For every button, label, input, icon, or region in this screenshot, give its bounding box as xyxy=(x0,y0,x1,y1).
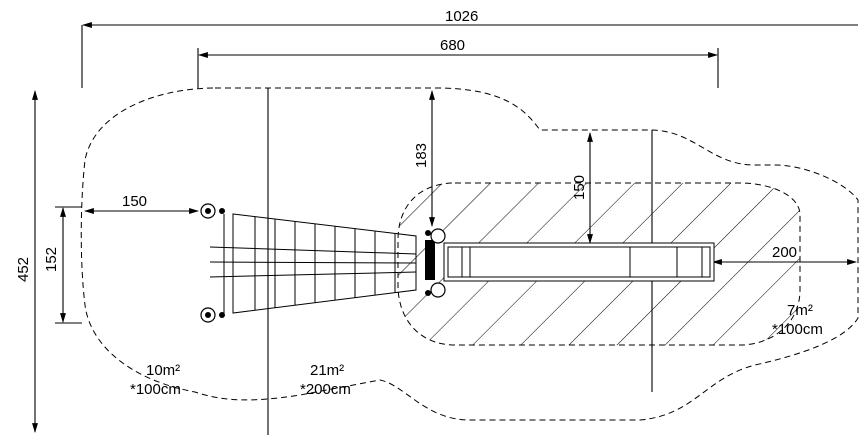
dim-left-offset-label: 150 xyxy=(122,193,147,210)
zone-middle-height: *200cm xyxy=(300,381,351,398)
zone-right-height: *100cm xyxy=(772,321,823,338)
zone-middle-area: 21m² xyxy=(310,362,344,379)
dim-height-label: 452 xyxy=(15,257,32,282)
climbing-net xyxy=(209,213,417,314)
dim-left-height-label: 152 xyxy=(43,247,60,272)
dim-inner-width-label: 680 xyxy=(440,37,465,54)
center-posts xyxy=(425,228,446,298)
zone-right-area: 7m² xyxy=(787,302,813,319)
dim-zone-offset-label: 150 xyxy=(571,175,588,200)
dim-overall-width-label: 1026 xyxy=(445,8,478,25)
zone-left-height: *100cm xyxy=(130,381,181,398)
left-posts xyxy=(200,203,225,323)
zone-left-area: 10m² xyxy=(146,362,180,379)
dim-top-offset-label: 183 xyxy=(413,143,430,168)
safety-zone-outline xyxy=(80,87,859,421)
dim-right-offset-label: 200 xyxy=(772,244,797,261)
bridge-ladder xyxy=(443,242,715,282)
